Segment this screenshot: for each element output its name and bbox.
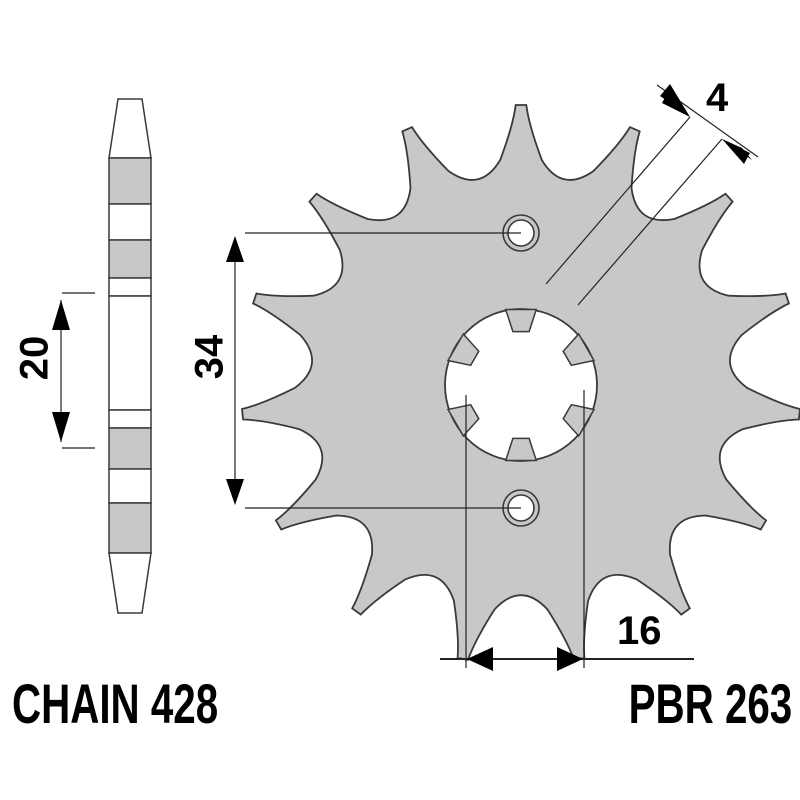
- chain-size-label: CHAIN 428: [12, 672, 219, 735]
- spline-width-label: 16: [617, 609, 662, 653]
- spline-tooth: [446, 332, 480, 367]
- bolt-spacing-label: 34: [187, 334, 232, 380]
- side-band-3: [108, 239, 152, 279]
- spline-tooth: [446, 403, 480, 438]
- tooth-width-dimension: [545, 84, 759, 306]
- spline-tooth: [504, 437, 538, 462]
- side-bottom-bevel: [108, 552, 152, 614]
- sprocket-face-view: [241, 104, 800, 661]
- side-band-5: [108, 409, 152, 429]
- spline-width-dimension: [440, 390, 694, 671]
- spline-bore: [446, 308, 596, 462]
- side-band-1: [108, 157, 152, 205]
- side-band-6: [108, 427, 152, 470]
- side-band-7: [108, 468, 152, 504]
- side-profile-view: [108, 98, 152, 614]
- side-top-bevel: [108, 98, 152, 159]
- spline-tooth: [562, 332, 596, 367]
- hub-thickness-label: 20: [12, 335, 57, 381]
- side-band-4: [108, 277, 152, 297]
- tooth-width-label: 4: [706, 76, 729, 120]
- side-band-8: [108, 502, 152, 554]
- bolt-spacing-dimension: [226, 232, 521, 509]
- side-hub: [108, 295, 152, 411]
- sprocket-body: [241, 104, 800, 661]
- side-band-2: [108, 203, 152, 241]
- hub-thickness-dimension: [52, 292, 95, 449]
- part-number-label: PBR 263: [628, 672, 792, 735]
- spline-tooth: [504, 308, 538, 333]
